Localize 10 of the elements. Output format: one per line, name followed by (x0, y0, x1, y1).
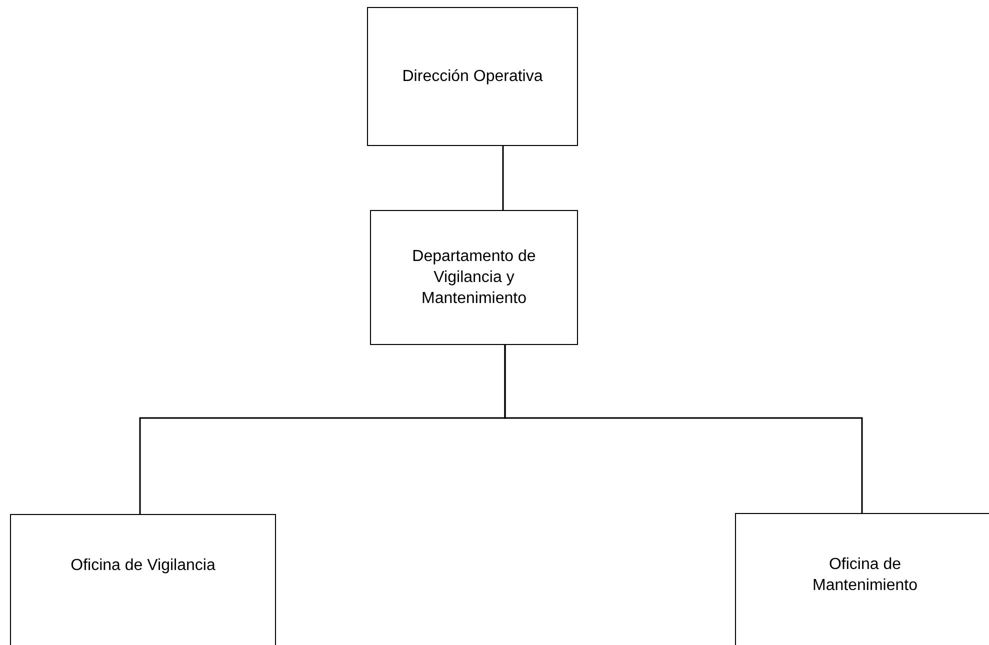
org-box (735, 513, 989, 645)
connector-line (504, 345, 863, 513)
org-box (367, 7, 578, 146)
box-label: Dirección Operativa (402, 67, 543, 87)
box-label: Oficina de Mantenimiento (812, 555, 918, 596)
box-label: Oficina de Vigilancia (70, 556, 216, 576)
box-label: Departamento de Vigilancia y Mantenimiento (411, 247, 537, 309)
org-box (370, 210, 578, 345)
connector-line (502, 146, 504, 210)
org-box (10, 514, 276, 645)
